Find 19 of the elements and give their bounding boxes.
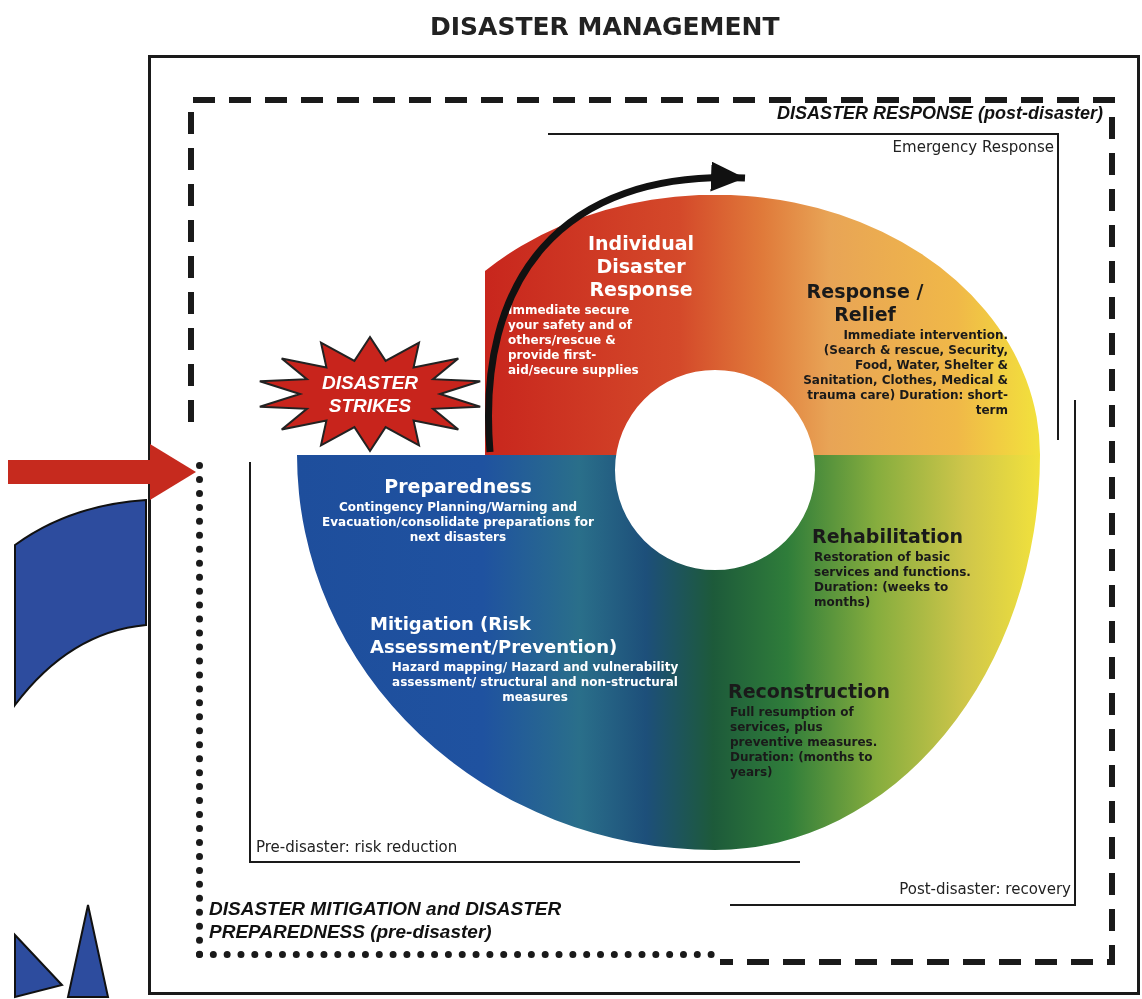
phase-heading: Preparedness [383,475,533,498]
starburst-label: DISASTER STRIKES [320,371,420,417]
frame-title: DISASTER MITIGATION and DISASTER PREPAREDNESS (pre-disaster) [209,897,563,943]
phase-bracket-label: Pre-disaster: risk reduction [256,838,458,856]
dotted-frame [196,462,715,958]
phase-heading: Mitigation (Risk Assessment/Prevention) [370,612,619,658]
block-arrow [8,444,196,500]
phase-heading: Individual Disaster Response [586,232,696,301]
phase-description: Hazard mapping/ Hazard and vulnerability assessment/ structural and non-structural measures [390,660,680,705]
frame-title: DISASTER RESPONSE (post-disaster) [776,103,1103,124]
phase-bracket-label: Post-disaster: recovery [899,880,1071,898]
phase-description: Contingency Planning/Warning and Evacuation/consolidate preparations for next disasters [321,500,595,545]
phase-description: Full resumption of services, plus preventive measures. Duration: (months to years) [730,705,879,780]
phase-bracket-label: Emergency Response [892,138,1054,156]
phase-description: Restoration of basic services and functions. Duration: (weeks to months) [814,550,972,610]
phase-heading: Rehabilitation [812,525,965,548]
diagram-title: DISASTER MANAGEMENT [430,12,780,41]
phase-description: Immediate secure your safety and of others/rescue & provide first-aid/secure supplies [508,303,640,378]
phase-heading: Response / Relief [805,280,925,326]
